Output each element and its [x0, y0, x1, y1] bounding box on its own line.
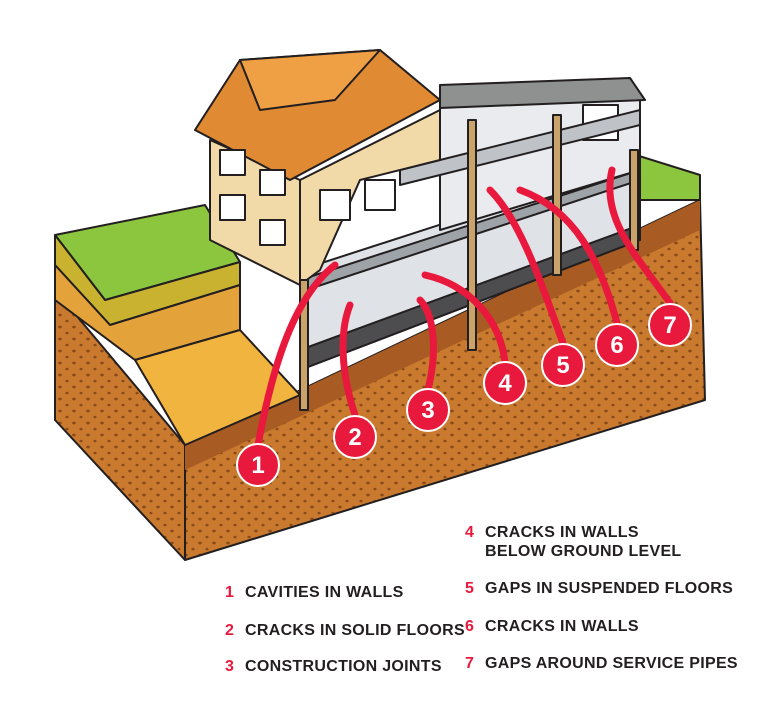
legend-item: 1 CAVITIES IN WALLS [225, 583, 404, 602]
soil-top-band [185, 200, 700, 470]
legend-item: 3 CONSTRUCTION JOINTS [225, 657, 442, 676]
radon-arrows [254, 166, 674, 449]
marker-number: 6 [610, 332, 623, 359]
marker-number: 1 [251, 452, 264, 479]
legend-number: 7 [465, 655, 475, 672]
marker-badge-4 [483, 361, 527, 405]
marker-badge-2 [333, 415, 377, 459]
legend-label: CONSTRUCTION JOINTS [245, 658, 442, 675]
legend-label: GAPS AROUND SERVICE PIPES [485, 655, 738, 672]
legend-item: 5 GAPS IN SUSPENDED FLOORS [465, 579, 733, 598]
marker-number: 4 [498, 370, 512, 397]
legend-number: 3 [225, 658, 235, 675]
legend-label: CRACKS IN SOLID FLOORS [245, 622, 465, 639]
legend-number: 6 [465, 618, 475, 635]
marker-number: 5 [556, 352, 569, 379]
marker-badge-5 [541, 343, 585, 387]
legend-item: 2 CRACKS IN SOLID FLOORS [225, 621, 465, 640]
legend-label: GAPS IN SUSPENDED FLOORS [485, 580, 734, 597]
support-post [299, 279, 309, 411]
legend-item: 4 CRACKS IN WALLS BELOW GROUND LEVEL [465, 523, 695, 561]
legend-label: CAVITIES IN WALLS [245, 584, 404, 601]
legend-number: 4 [465, 524, 475, 541]
legend-label: CRACKS IN WALLS BELOW GROUND LEVEL [485, 524, 682, 560]
legend-number: 2 [225, 622, 235, 639]
marker-badge-1 [236, 443, 280, 487]
marker-badge-3 [406, 388, 450, 432]
marker-badge-6 [595, 323, 639, 367]
marker-badge-7 [648, 303, 692, 347]
legend-number: 1 [225, 584, 235, 601]
marker-number: 7 [663, 312, 676, 339]
legend-number: 5 [465, 580, 475, 597]
legend-label: CRACKS IN WALLS [485, 618, 639, 635]
legend-item: 6 CRACKS IN WALLS [465, 617, 639, 636]
marker-number: 3 [421, 397, 434, 424]
legend-item: 7 GAPS AROUND SERVICE PIPES [465, 654, 738, 673]
marker-number: 2 [348, 424, 361, 451]
